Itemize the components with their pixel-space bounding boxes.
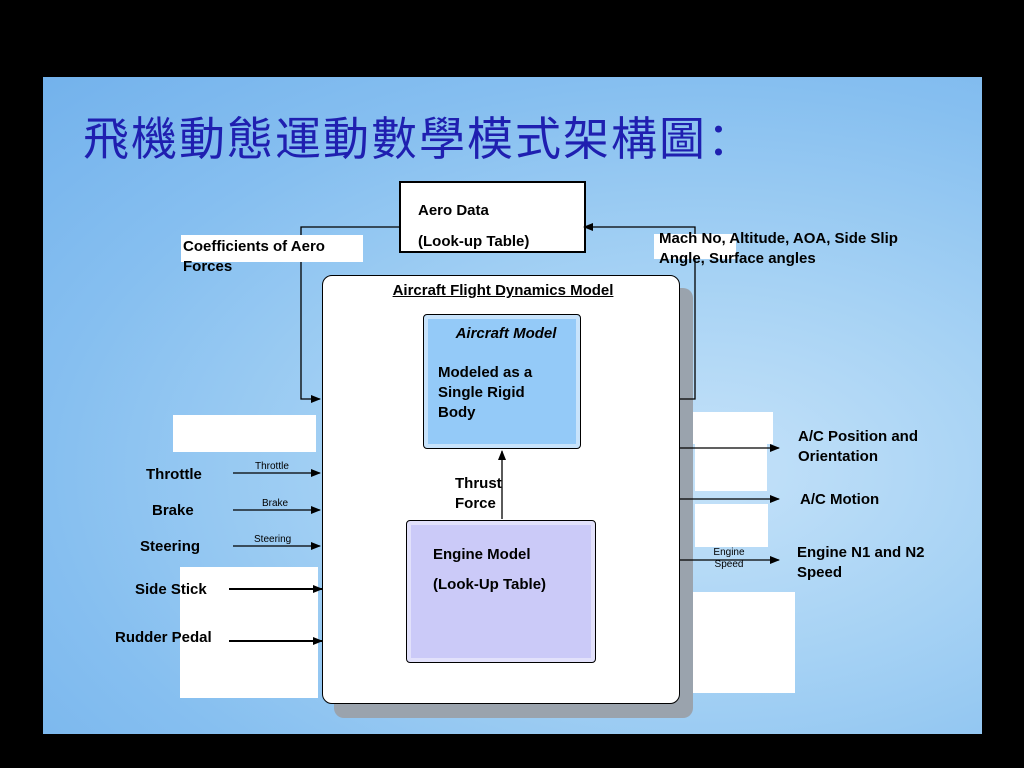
output-motion: A/C Motion [800, 491, 880, 508]
cover-patch [695, 504, 768, 547]
aero-data-box [399, 181, 586, 253]
engine-model-box [406, 520, 596, 663]
aircraft-model-title: Aircraft Model [455, 325, 557, 342]
input-brake-small: Brake [262, 498, 289, 509]
cover-patch [173, 415, 316, 452]
input-steering-small: Steering [254, 534, 292, 545]
slide-title: 飛機動態運動數學模式架構圖： [83, 112, 755, 166]
aero-data-line2: (Look-up Table) [418, 233, 530, 250]
coeff-loop-line [300, 226, 399, 403]
cover-patch [684, 592, 795, 693]
aero-data-line1: Aero Data [418, 202, 489, 219]
aircraft-model-body: Modeled as a Single Rigid Body [438, 364, 533, 421]
engine-model-line1: Engine Model [433, 546, 531, 563]
input-brake: Brake [152, 502, 194, 519]
input-side-stick: Side Stick [135, 581, 207, 598]
mach-loop-line [583, 223, 696, 400]
input-rudder-pedal: Rudder Pedal [115, 629, 212, 646]
flight-dynamics-title: Aircraft Flight Dynamics Model [392, 282, 614, 299]
output-position: A/C Position and Orientation [798, 428, 918, 465]
aircraft-model-box [423, 314, 581, 449]
connector-lines [229, 223, 780, 645]
output-engine-speed-small: Engine Speed [713, 547, 745, 570]
coefficients-label: Coefficients of Aero Forces [183, 238, 325, 275]
slide: 飛機動態運動數學模式架構圖： Aircraft Flight Dynamics … [43, 77, 982, 734]
coefficients-label-bg [181, 235, 363, 262]
output-engine-speed: Engine N1 and N2 Speed [797, 544, 925, 581]
cover-patch [693, 412, 773, 444]
input-throttle-small: Throttle [255, 461, 289, 472]
thrust-label: Thrust Force [455, 475, 502, 512]
cover-patch [695, 444, 767, 491]
mach-label-bg [654, 234, 736, 259]
engine-model-line2: (Look-Up Table) [433, 576, 547, 593]
input-throttle: Throttle [146, 466, 202, 483]
input-steering: Steering [140, 538, 201, 555]
mach-label: Mach No, Altitude, AOA, Side Slip Angle,… [659, 230, 898, 267]
